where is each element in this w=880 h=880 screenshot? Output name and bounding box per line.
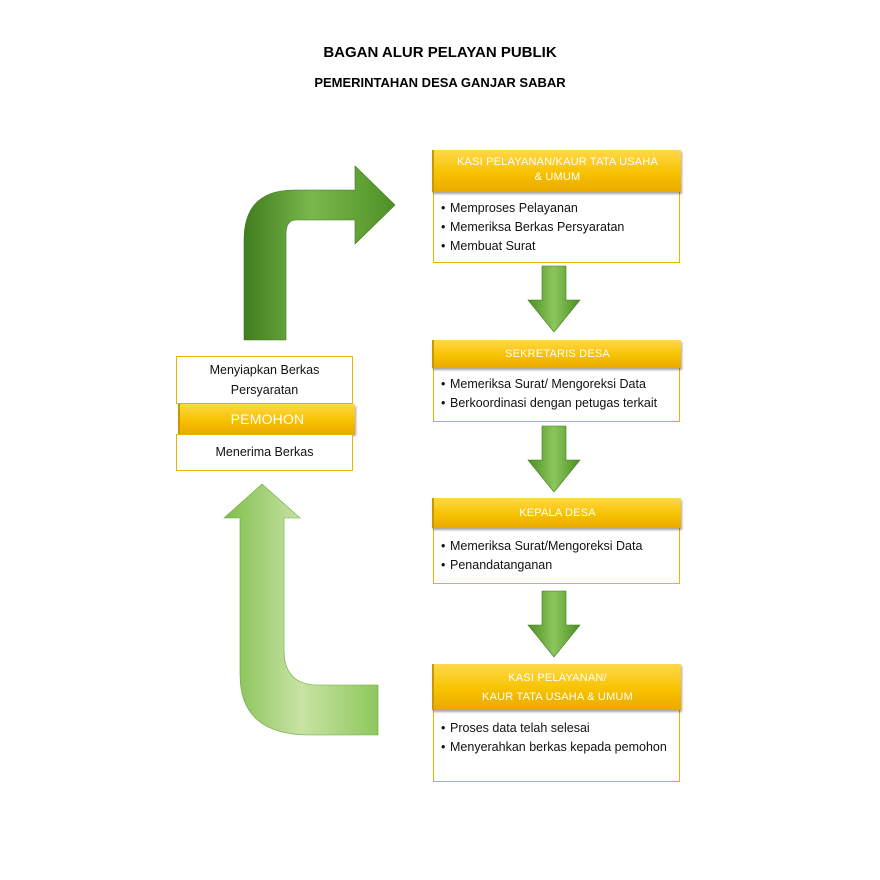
step-box-4: KASI PELAYANAN/ KAUR TATA USAHA & UMUM P… xyxy=(432,664,681,782)
list-item: Penandatanganan xyxy=(440,556,675,575)
step-header-1: KASI PELAYANAN/KAUR TATA USAHA & UMUM xyxy=(432,150,681,192)
step-box-2: SEKRETARIS DESA Memeriksa Surat/ Mengore… xyxy=(432,340,681,422)
list-item: Berkoordinasi dengan petugas terkait xyxy=(440,394,675,413)
pemohon-bottom-box: Menerima Berkas xyxy=(176,434,353,471)
list-item: Membuat Surat xyxy=(440,237,675,256)
step-list-3: Memeriksa Surat/Mengoreksi Data Penandat… xyxy=(440,537,675,575)
step-box-1: KASI PELAYANAN/KAUR TATA USAHA & UMUM Me… xyxy=(432,150,681,263)
list-item: Memeriksa Surat/Mengoreksi Data xyxy=(440,537,675,556)
list-item: Memproses Pelayanan xyxy=(440,199,675,218)
list-item: Menyerahkan berkas kepada pemohon xyxy=(440,738,675,757)
list-item: Proses data telah selesai xyxy=(440,719,675,738)
curved-arrow-up-right xyxy=(243,165,396,341)
pemohon-top-box: Menyiapkan Berkas Persyaratan xyxy=(176,356,353,404)
pemohon-top-text-1: Menyiapkan Berkas xyxy=(209,363,320,377)
pemohon-top-text-2: Persyaratan xyxy=(230,383,299,397)
step-header-2: SEKRETARIS DESA xyxy=(432,340,681,368)
pemohon-label: PEMOHON xyxy=(178,404,355,434)
step-header-3: KEPALA DESA xyxy=(432,498,681,528)
diagram-subtitle: PEMERINTAHAN DESA GANJAR SABAR xyxy=(314,75,566,90)
list-item: Memeriksa Berkas Persyaratan xyxy=(440,218,675,237)
list-item: Memeriksa Surat/ Mengoreksi Data xyxy=(440,375,675,394)
curved-arrow-return-up xyxy=(223,483,379,736)
down-arrow-icon xyxy=(527,425,581,493)
step-list-2: Memeriksa Surat/ Mengoreksi Data Berkoor… xyxy=(440,375,675,413)
step-list-4: Proses data telah selesai Menyerahkan be… xyxy=(440,719,675,757)
down-arrow-icon xyxy=(527,590,581,658)
step-list-1: Memproses Pelayanan Memeriksa Berkas Per… xyxy=(440,199,675,256)
diagram-title: BAGAN ALUR PELAYAN PUBLIK xyxy=(323,44,557,61)
down-arrow-icon xyxy=(527,265,581,333)
step-header-4: KASI PELAYANAN/ KAUR TATA USAHA & UMUM xyxy=(432,664,681,710)
pemohon-bottom-text: Menerima Berkas xyxy=(215,445,314,459)
step-box-3: KEPALA DESA Memeriksa Surat/Mengoreksi D… xyxy=(432,498,681,584)
